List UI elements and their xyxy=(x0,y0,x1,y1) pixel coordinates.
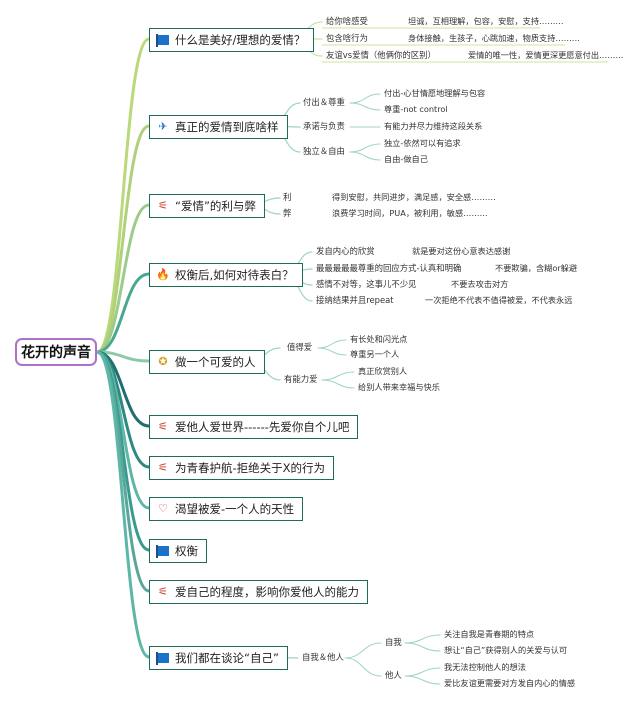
medal-icon: ✪ xyxy=(158,355,168,368)
topic-label: 为青春护航-拒绝关于X的行为 xyxy=(175,461,326,475)
subtopic[interactable]: 承诺与负责 xyxy=(303,121,345,131)
subtopic[interactable]: 付出＆尊重 xyxy=(303,97,345,107)
topic-label: 爱自己的程度，影响你爱他人的能力 xyxy=(175,585,359,599)
subtopic[interactable]: 发自内心的欣赏 xyxy=(316,246,375,256)
topic-talking-about-self[interactable]: 我们都在谈论“自己” xyxy=(149,646,288,670)
detail[interactable]: 想让“自己”获得别人的关爱与认可 xyxy=(444,645,568,655)
topic-ideal-love[interactable]: 什么是美好/理想的爱情？ xyxy=(149,28,315,52)
connector-line xyxy=(349,143,381,153)
detail[interactable]: 自由-做自己 xyxy=(384,154,428,164)
subtopic[interactable]: 自我 xyxy=(385,637,402,647)
connector-line xyxy=(344,657,382,677)
connector-line xyxy=(95,124,151,354)
magic-wand-icon: ⚟ xyxy=(158,585,168,598)
connector-line xyxy=(95,203,151,354)
connector-line xyxy=(321,371,355,381)
topic-true-love[interactable]: ✈ 真正的爱情到底啥样 xyxy=(149,115,288,139)
detail[interactable]: 得到安慰，共同进步，满足感，安全感……… xyxy=(332,192,496,202)
paper-plane-icon: ✈ xyxy=(158,120,168,133)
heart-icon: ♡ xyxy=(158,502,168,515)
detail[interactable]: 真正欣赏别人 xyxy=(358,366,408,376)
fire-icon: 🔥 xyxy=(156,268,170,281)
subtopic[interactable]: 值得爱 xyxy=(287,342,313,352)
connector-line xyxy=(349,102,381,111)
detail[interactable]: 付出-心甘情愿地理解与包容 xyxy=(384,88,486,98)
subtopic[interactable]: 包含啥行为 xyxy=(326,33,368,43)
detail[interactable]: 不要欺骗，含糊or躲避 xyxy=(495,263,578,273)
detail[interactable]: 身体接触，生孩子，心跳加速，物质支持……… xyxy=(408,33,580,43)
topic-label: “爱情”的利与弊 xyxy=(175,199,256,213)
magic-wand-icon: ⚟ xyxy=(158,420,168,433)
connector-line xyxy=(321,379,355,389)
topic-desire-to-be-loved[interactable]: ♡ 渴望被爱-一个人的天性 xyxy=(149,497,304,521)
connector-line xyxy=(344,642,382,659)
magic-wand-icon: ⚟ xyxy=(158,199,168,212)
topic-youth-protection[interactable]: ⚟ 为青春护航-拒绝关于X的行为 xyxy=(149,456,335,480)
topic-love-yourself-first[interactable]: ⚟ 爱他人爱世界------先爱你自个儿吧 xyxy=(149,415,359,439)
topic-label: 权衡 xyxy=(175,544,198,558)
detail[interactable]: 一次拒绝不代表不值得被爱，不代表永远 xyxy=(425,295,573,305)
subtopic[interactable]: 最最最最最尊重的回应方式-认真和明确 xyxy=(316,263,462,273)
detail[interactable]: 尊重-not control xyxy=(384,104,448,114)
detail[interactable]: 坦诚，互相理解，包容，安慰，支持……… xyxy=(408,16,564,26)
detail[interactable]: 给别人带来幸福与快乐 xyxy=(358,382,440,392)
detail[interactable]: 不要去攻击对方 xyxy=(451,279,509,289)
detail[interactable]: 就是要对这份心意表达感谢 xyxy=(412,246,511,256)
topic-self-love-degree[interactable]: ⚟ 爱自己的程度，影响你爱他人的能力 xyxy=(149,580,368,604)
topic-balance[interactable]: 权衡 xyxy=(149,539,207,563)
topic-label: 权衡后,如何对待表白？ xyxy=(175,268,294,282)
connector-line xyxy=(404,667,441,677)
subtopic[interactable]: 给你啥感受 xyxy=(326,16,368,26)
subtopic[interactable]: 接纳结果并且repeat xyxy=(316,295,394,305)
flag-icon xyxy=(155,545,170,558)
topic-pros-cons[interactable]: ⚟ “爱情”的利与弊 xyxy=(149,194,265,218)
connector-line xyxy=(349,93,381,104)
topic-label: 爱他人爱世界------先爱你自个儿吧 xyxy=(175,420,350,434)
flag-icon xyxy=(155,34,170,47)
topic-label: 我们都在谈论“自己” xyxy=(175,651,279,665)
topic-confession[interactable]: 🔥 权衡后,如何对待表白？ xyxy=(149,263,303,287)
flag-icon xyxy=(155,652,170,665)
detail[interactable]: 关注自我是青春期的特点 xyxy=(444,629,535,639)
connector-line xyxy=(95,350,151,659)
detail[interactable]: 有长处和闪光点 xyxy=(350,334,408,344)
connector-line xyxy=(404,634,441,644)
connector-line xyxy=(349,151,381,161)
central-topic[interactable]: 花开的声音 xyxy=(15,338,97,366)
subtopic[interactable]: 自我＆他人 xyxy=(302,652,344,662)
topic-label: 做一个可爱的人 xyxy=(175,355,256,369)
detail[interactable]: 爱情的唯一性，爱情更深更愿意付出……… xyxy=(468,50,624,60)
detail[interactable]: 浪费学习时间，PUA，被利用，敏感……… xyxy=(332,208,488,218)
subtopic[interactable]: 感情不对等，这事儿不少见 xyxy=(316,279,417,289)
subtopic[interactable]: 友谊vs爱情（他俩你的区别） xyxy=(326,50,436,60)
subtopic[interactable]: 独立＆自由 xyxy=(303,146,345,156)
detail[interactable]: 有能力并尽力维持这段关系 xyxy=(384,121,483,131)
detail[interactable]: 爱比友谊更需要对方发自内心的情感 xyxy=(444,678,576,688)
topic-label: 真正的爱情到底啥样 xyxy=(175,120,279,134)
topic-lovable-person[interactable]: ✪ 做一个可爱的人 xyxy=(149,350,265,374)
subtopic[interactable]: 利 xyxy=(283,192,292,202)
subtopic[interactable]: 有能力爱 xyxy=(284,374,318,384)
subtopic[interactable]: 他人 xyxy=(385,670,402,680)
connector-line xyxy=(317,339,347,349)
connector-line xyxy=(95,37,151,354)
connector-line xyxy=(404,675,441,685)
topic-label: 什么是美好/理想的爱情？ xyxy=(175,33,306,47)
magic-wand-icon: ⚟ xyxy=(158,461,168,474)
detail[interactable]: 独立-依然可以有追求 xyxy=(384,138,461,148)
topic-label: 渴望被爱-一个人的天性 xyxy=(175,502,295,516)
detail[interactable]: 尊重另一个人 xyxy=(350,349,400,359)
detail[interactable]: 我无法控制他人的想法 xyxy=(444,662,526,672)
connector-line xyxy=(95,272,151,354)
connector-line xyxy=(317,347,347,356)
connector-line xyxy=(404,642,441,652)
subtopic[interactable]: 弊 xyxy=(283,208,292,218)
